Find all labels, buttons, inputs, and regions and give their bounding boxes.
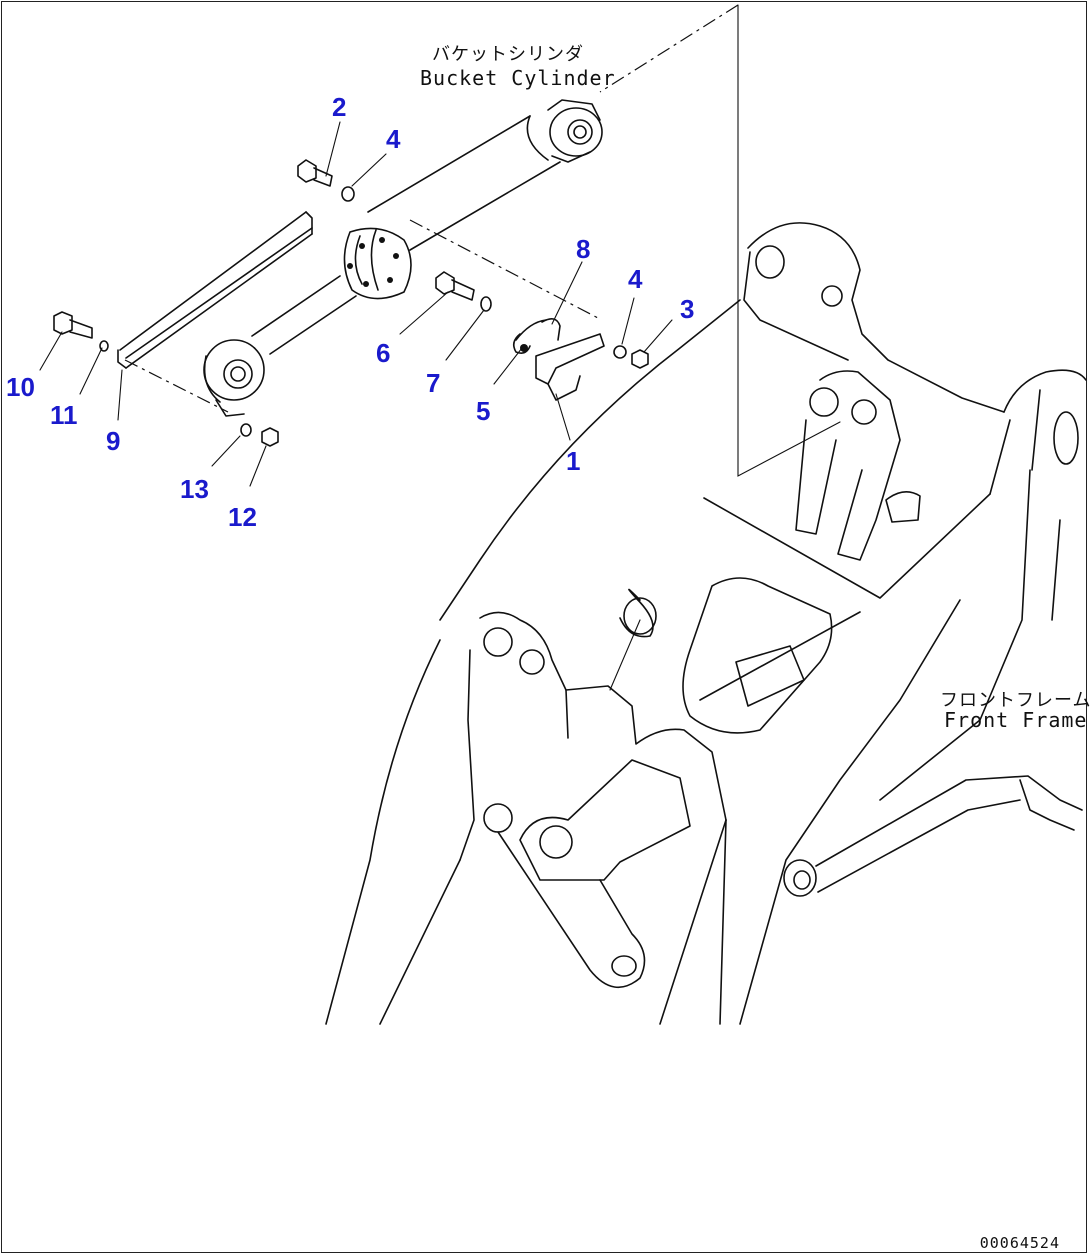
callout-9: 9 [106, 426, 121, 456]
callout-13: 13 [180, 474, 209, 504]
bolt-6-and-washer [435, 271, 492, 312]
callout-6: 6 [376, 338, 391, 368]
reference-leader-lines [124, 4, 841, 477]
callout-8: 8 [576, 234, 591, 264]
callout-5: 5 [476, 396, 491, 426]
front-frame-label-en: Front Frame [944, 708, 1088, 732]
callout-7: 7 [426, 368, 441, 398]
bucket-cylinder-label-jp: バケットシリンダ [432, 44, 584, 65]
callout-2: 2 [332, 92, 347, 122]
callout-3: 3 [680, 294, 695, 324]
callout-11: 11 [50, 400, 78, 430]
bucket-cylinder-label-en: Bucket Cylinder [420, 66, 616, 90]
bracket-assembly [512, 318, 605, 401]
callout-10: 10 [6, 372, 35, 402]
bolt-2-and-washer [297, 159, 355, 202]
callout-4-upper: 4 [386, 124, 401, 154]
drawing-number: 00064524 [979, 1234, 1060, 1252]
nut-3-and-washer [613, 345, 649, 369]
nut-12-and-washer [240, 423, 279, 447]
bucket-cylinder [203, 99, 603, 417]
callout-leaders [39, 121, 673, 487]
callout-12: 12 [228, 502, 257, 532]
front-frame [325, 222, 1087, 1025]
front-frame-label-jp: フロントフレーム [940, 690, 1090, 711]
rod-guard [117, 211, 313, 369]
callout-4-right: 4 [628, 264, 643, 294]
callout-1: 1 [566, 446, 581, 476]
bolt-10-and-washer [53, 311, 109, 352]
